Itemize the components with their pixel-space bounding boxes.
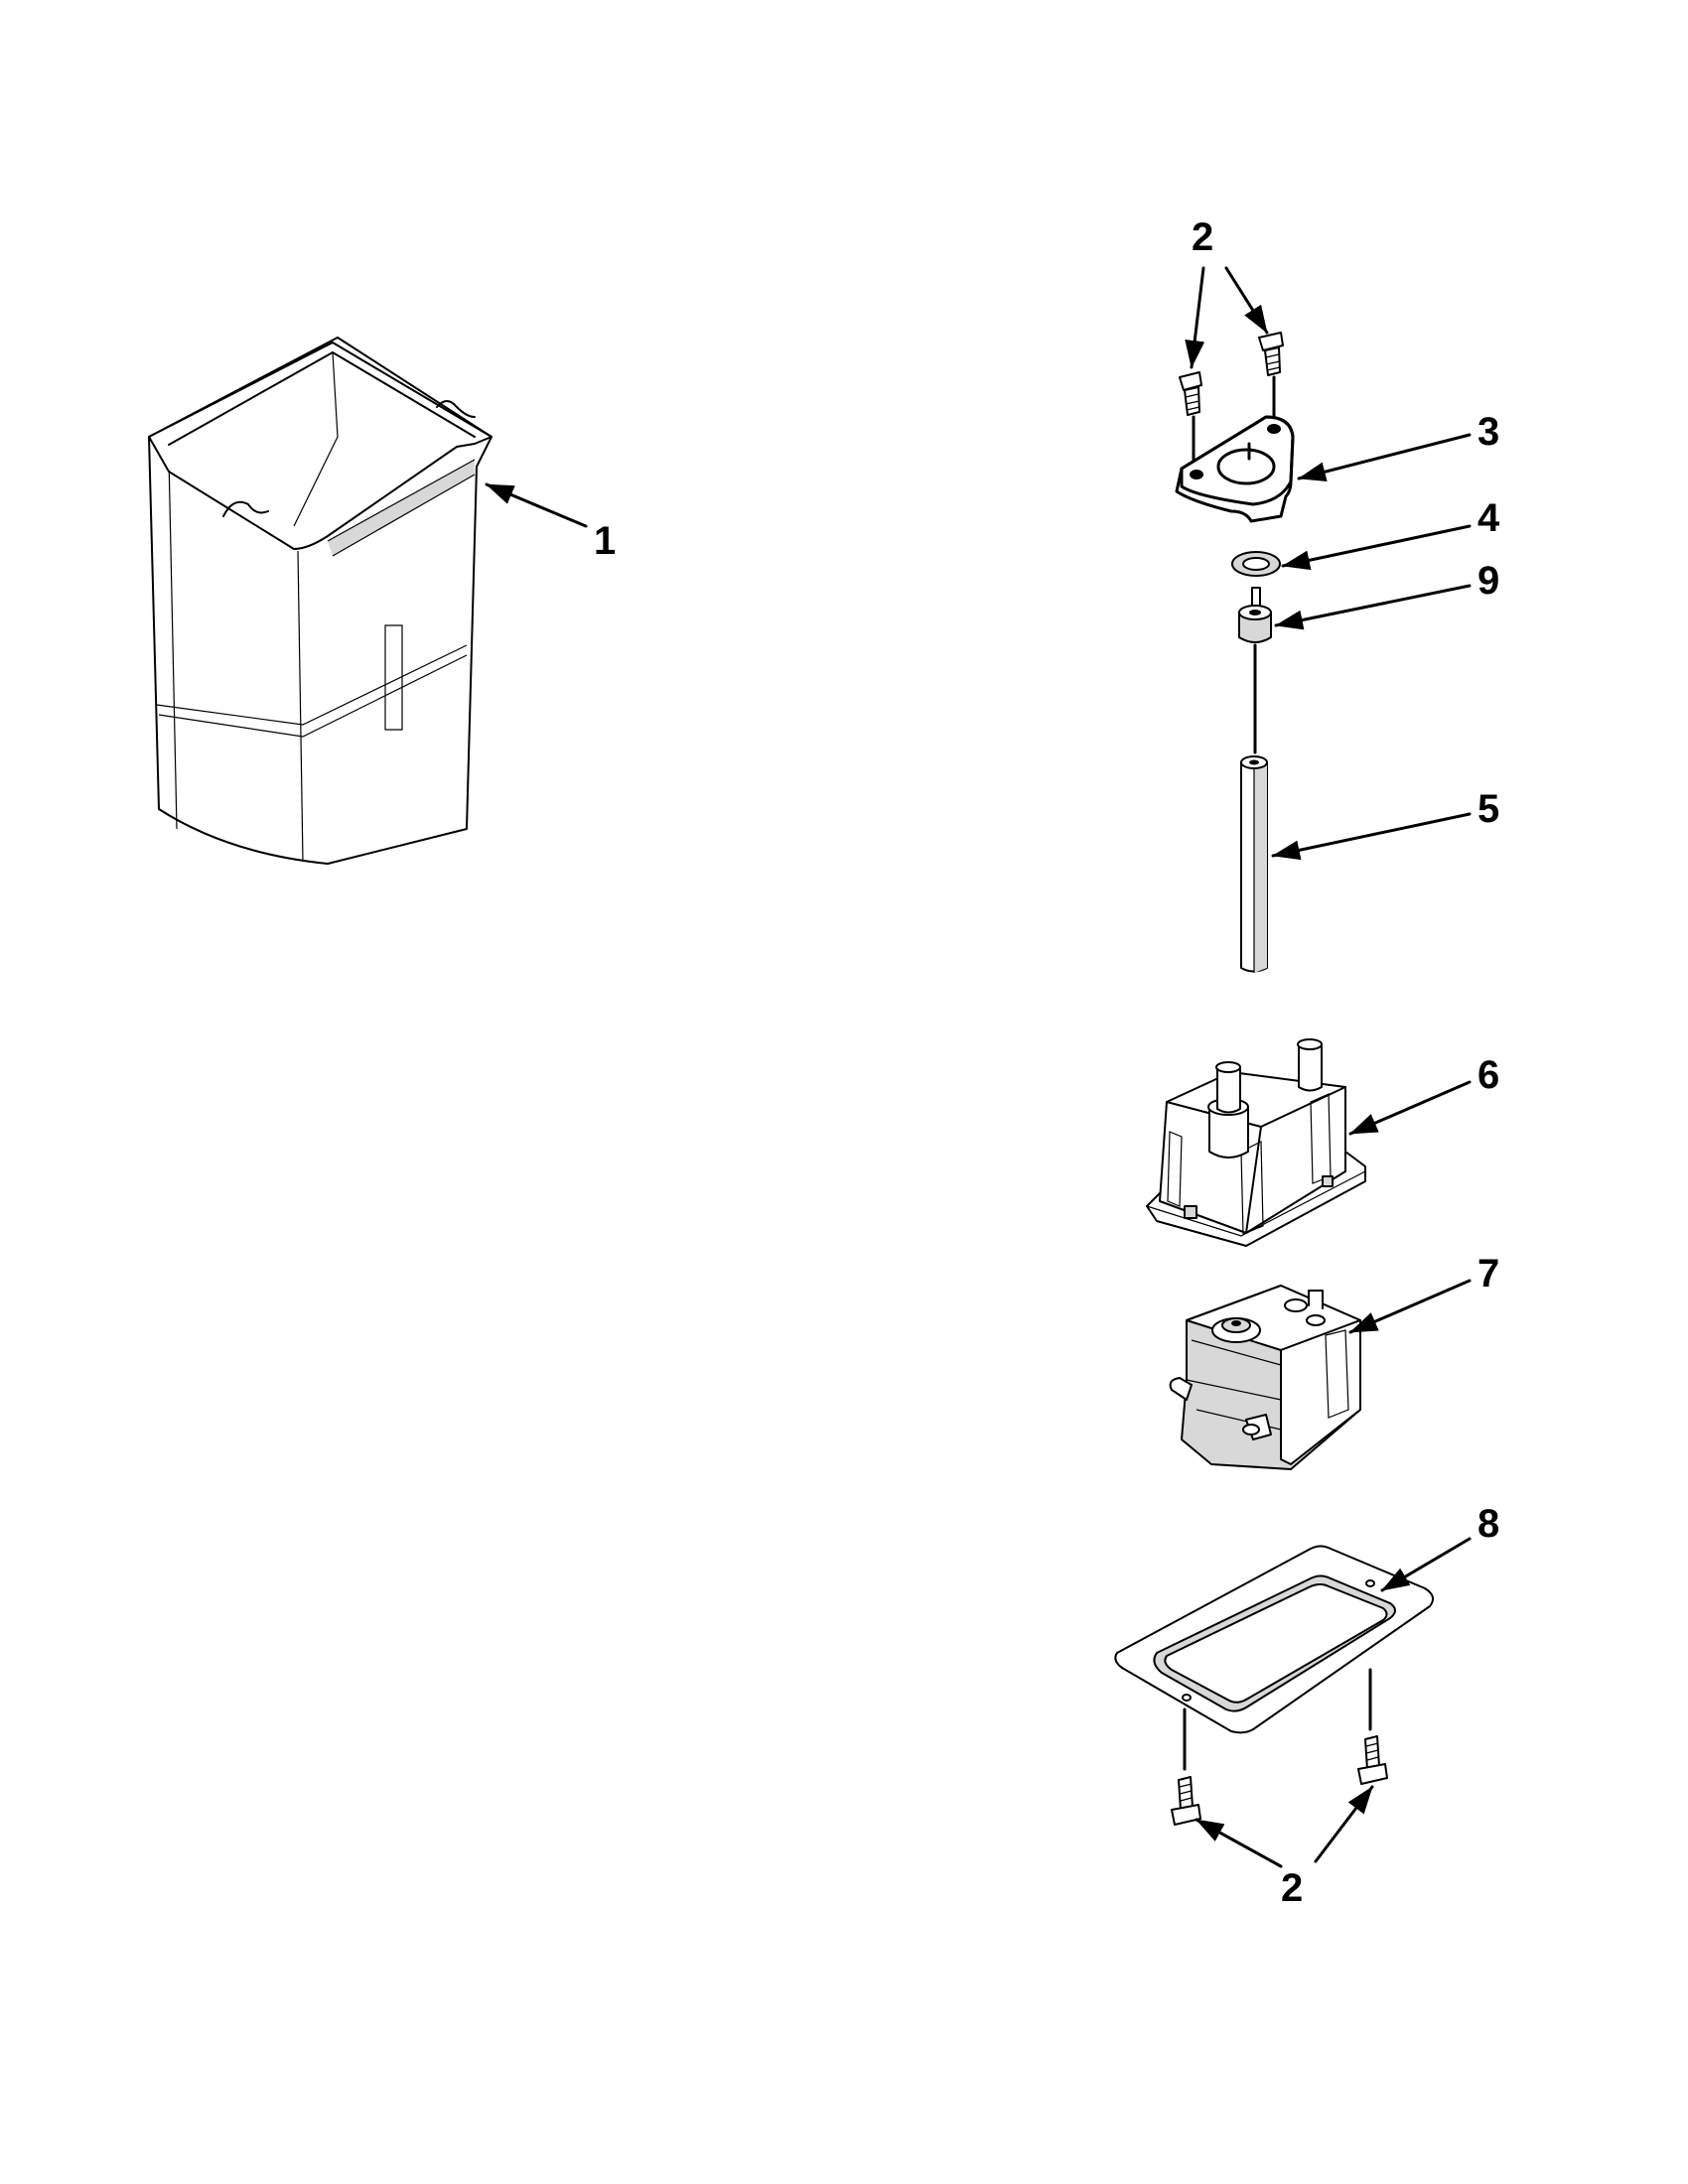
- ice-bucket-part: [148, 337, 492, 865]
- callout-7: 7: [1477, 1252, 1499, 1296]
- callout-4: 4: [1477, 496, 1500, 540]
- arrow-9: [1274, 584, 1472, 630]
- arrow-2-bottom-left: [1195, 1818, 1283, 1868]
- callout-3: 3: [1477, 410, 1499, 454]
- arrow-4: [1281, 524, 1472, 571]
- callout-2-bottom: 2: [1281, 1866, 1303, 1910]
- arrow-1: [485, 482, 588, 528]
- callout-9: 9: [1477, 559, 1499, 603]
- gasket-part: [1114, 1545, 1435, 1771]
- arrow-2-bottom-right: [1314, 1785, 1374, 1863]
- leader-arrows: [485, 266, 1472, 1868]
- callout-1: 1: [594, 519, 616, 563]
- top-screws-part: [1179, 332, 1284, 469]
- washer-part: [1231, 551, 1281, 577]
- arrow-8: [1380, 1537, 1472, 1592]
- callout-labels: 1 2 3 4 9 5 6 7 8 2: [594, 215, 1500, 1910]
- motor-cover-part: [1146, 1038, 1366, 1247]
- callout-2-top: 2: [1192, 215, 1213, 259]
- motor-part: [1169, 1285, 1361, 1470]
- callout-8: 8: [1477, 1502, 1499, 1546]
- arrow-2-top-left: [1185, 266, 1205, 369]
- callout-5: 5: [1477, 787, 1499, 831]
- arrow-3: [1297, 433, 1472, 481]
- callout-6: 6: [1477, 1053, 1499, 1097]
- bottom-screws-part: [1171, 1735, 1388, 1826]
- shaft-part: [1240, 755, 1268, 973]
- arrow-6: [1348, 1080, 1472, 1136]
- bracket-part: [1175, 415, 1295, 523]
- bushing-part: [1238, 587, 1272, 754]
- arrow-2-top-right: [1224, 266, 1269, 335]
- arrow-7: [1348, 1279, 1472, 1334]
- arrow-5: [1271, 812, 1472, 861]
